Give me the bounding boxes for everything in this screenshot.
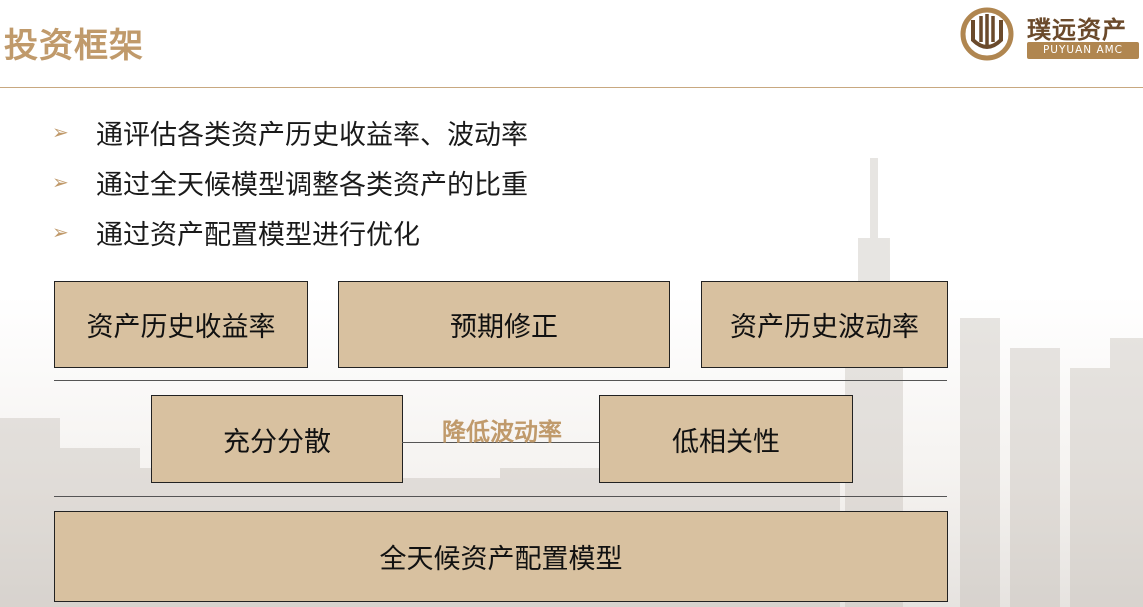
connector-line [402, 442, 618, 443]
row-divider-1 [54, 380, 947, 381]
box-low-correlation: 低相关性 [599, 395, 853, 483]
row-divider-2 [54, 496, 947, 497]
arrow-bullet-icon: ➢ [52, 220, 69, 244]
bullet-item: ➢ 通过全天候模型调整各类资产的比重 [52, 157, 528, 207]
box-diversification: 充分分散 [151, 395, 403, 483]
bullet-text: 通过资产配置模型进行优化 [96, 219, 420, 251]
bullet-item: ➢ 通评估各类资产历史收益率、波动率 [52, 107, 528, 157]
box-expectation-adjustment: 预期修正 [338, 281, 670, 368]
box-historical-return: 资产历史收益率 [54, 281, 308, 368]
arrow-bullet-icon: ➢ [52, 120, 69, 144]
company-logo: 璞远资产 PUYUAN AMC [955, 4, 1140, 62]
logo-english-name: PUYUAN AMC [1027, 42, 1139, 59]
header-divider [0, 87, 1143, 88]
box-all-weather-model: 全天候资产配置模型 [54, 511, 948, 602]
bullet-item: ➢ 通过资产配置模型进行优化 [52, 207, 528, 257]
bullet-text: 通评估各类资产历史收益率、波动率 [96, 119, 528, 151]
page-title: 投资框架 [4, 26, 144, 66]
bullet-text: 通过全天候模型调整各类资产的比重 [96, 169, 528, 201]
logo-chinese-name: 璞远资产 [1027, 16, 1127, 44]
bullet-list: ➢ 通评估各类资产历史收益率、波动率 ➢ 通过全天候模型调整各类资产的比重 ➢ … [52, 107, 528, 257]
logo-emblem-icon [960, 7, 1014, 61]
box-historical-volatility: 资产历史波动率 [701, 281, 948, 368]
arrow-bullet-icon: ➢ [52, 170, 69, 194]
reduce-volatility-label: 降低波动率 [442, 418, 562, 446]
